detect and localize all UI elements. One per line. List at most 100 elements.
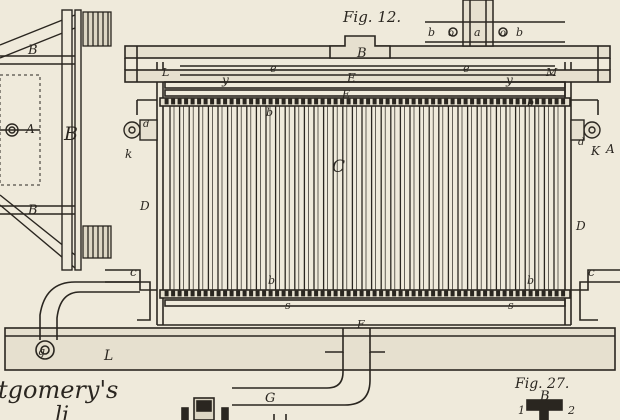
plate-tooth [515, 98, 520, 105]
plate-tooth [164, 98, 169, 105]
plate-tooth [262, 290, 267, 297]
label-d-left: d [143, 119, 149, 130]
plate-tooth [437, 290, 442, 297]
figure-title-27: Fig. 27. [514, 376, 569, 392]
label-fig27-1: 1 [518, 404, 525, 417]
left-frame-assembly [0, 9, 82, 271]
plate-tooth [177, 290, 182, 297]
plate-tooth [242, 290, 247, 297]
plate-tooth [457, 98, 462, 105]
plate-tooth [411, 98, 416, 105]
plate-tooth [346, 290, 351, 297]
plate-tooth [424, 290, 429, 297]
plate-tooth [424, 98, 429, 105]
plate-tooth [301, 290, 306, 297]
caption-handwritten: tgomery's [0, 376, 118, 404]
label-B-side-bottom: B [27, 203, 38, 218]
plate-tooth [405, 290, 410, 297]
label-B-top: B [356, 46, 367, 61]
plate-tooth [190, 290, 195, 297]
plate-tooth [418, 98, 423, 105]
plate-tooth [275, 98, 280, 105]
plate-tooth [210, 98, 215, 105]
plate-tooth [489, 98, 494, 105]
plate-tooth [333, 98, 338, 105]
plate-tooth [281, 290, 286, 297]
label-F: F [356, 318, 365, 331]
plate-tooth [418, 290, 423, 297]
plate-tooth [457, 290, 462, 297]
plate-tooth [236, 98, 241, 105]
label-fig27-B: B [539, 389, 550, 404]
plate-tooth [268, 98, 273, 105]
figure-title-12: Fig. 12. [342, 8, 401, 26]
plate-tooth [535, 290, 540, 297]
top-nozzle [425, 0, 565, 47]
plate-tooth [223, 98, 228, 105]
plate-tooth [548, 98, 553, 105]
label-c-right: c [588, 265, 595, 279]
plate-tooth [444, 290, 449, 297]
curved-pipe-g [35, 281, 140, 360]
label-G: G [265, 391, 275, 406]
knob-right [570, 119, 601, 141]
plate-tooth [242, 98, 247, 105]
plate-tooth [496, 98, 501, 105]
label-E-upper: E [346, 71, 356, 85]
knob-left [123, 119, 158, 141]
plate-tooth [483, 290, 488, 297]
plate-tooth [314, 98, 319, 105]
plate-tooth [437, 98, 442, 105]
label-D-left: D [139, 199, 150, 213]
label-top-a: a [474, 26, 481, 39]
plate-tooth [249, 290, 254, 297]
label-D-right: D [575, 219, 586, 233]
label-A: A [25, 122, 35, 136]
plate-tooth [515, 290, 520, 297]
label-L: L [161, 66, 169, 79]
plate-tooth [385, 290, 390, 297]
plate-tooth [327, 98, 332, 105]
plate-tooth [203, 290, 208, 297]
plate-tooth [327, 290, 332, 297]
plate-tooth [177, 98, 182, 105]
base-plate [4, 327, 616, 371]
plate-tooth [444, 98, 449, 105]
label-C: C [332, 157, 345, 177]
plate-tooth [502, 98, 507, 105]
label-k-right: K [590, 144, 601, 158]
plate-tooth [554, 98, 559, 105]
label-M: M [545, 66, 558, 79]
plate-tooth [379, 98, 384, 105]
plate-tooth [385, 98, 390, 105]
plate-tooth [268, 290, 273, 297]
plate-tooth [398, 98, 403, 105]
plate-tooth [392, 98, 397, 105]
plate-tooth [236, 290, 241, 297]
plate-tooth [502, 290, 507, 297]
label-e-left: e [270, 62, 277, 75]
plate-tooth [229, 98, 234, 105]
plate-tooth [203, 98, 208, 105]
plate-tooth [184, 290, 189, 297]
fig27-fragment [181, 397, 563, 420]
plate-tooth [522, 98, 527, 105]
plate-tooth [255, 290, 260, 297]
plate-tooth [301, 98, 306, 105]
plate-tooth [496, 290, 501, 297]
plate-tooth [405, 98, 410, 105]
plate-tooth [561, 290, 566, 297]
plate-tooth [340, 98, 345, 105]
plate-tooth [392, 290, 397, 297]
plate-tooth [184, 98, 189, 105]
label-s-right: s [508, 299, 514, 312]
label-b-upper-right: b [527, 96, 534, 109]
plate-tooth [548, 290, 553, 297]
plate-tooth [340, 290, 345, 297]
plate-tooth [164, 290, 169, 297]
plate-tooth [483, 98, 488, 105]
plate-tooth [372, 98, 377, 105]
plate-tooth [476, 290, 481, 297]
plate-tooth [450, 290, 455, 297]
tube-bundle [169, 106, 559, 290]
